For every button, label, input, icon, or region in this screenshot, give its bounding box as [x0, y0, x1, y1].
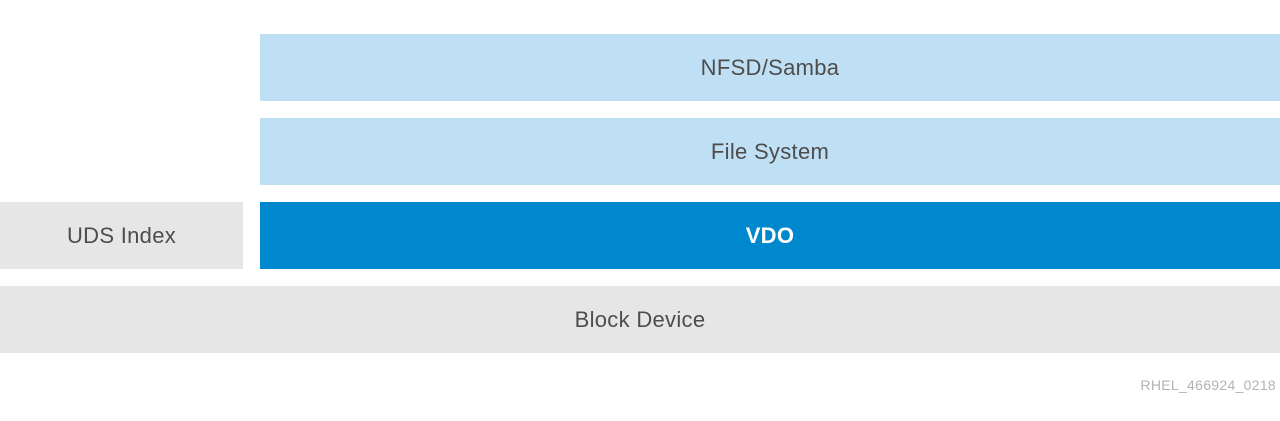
- layer-label: NFSD/Samba: [700, 54, 840, 80]
- layer-label: File System: [710, 138, 830, 164]
- layer-block-device: Block Device: [0, 286, 1280, 353]
- layer-file-system: File System: [260, 118, 1280, 185]
- figure-id-label: RHEL_466924_0218: [1140, 377, 1276, 393]
- layer-uds-index: UDS Index: [0, 202, 243, 269]
- layer-label: VDO: [745, 222, 795, 248]
- layer-nfsd-samba: NFSD/Samba: [260, 34, 1280, 101]
- layer-vdo: VDO: [260, 202, 1280, 269]
- layer-label: UDS Index: [66, 222, 177, 248]
- layer-label: Block Device: [574, 306, 706, 332]
